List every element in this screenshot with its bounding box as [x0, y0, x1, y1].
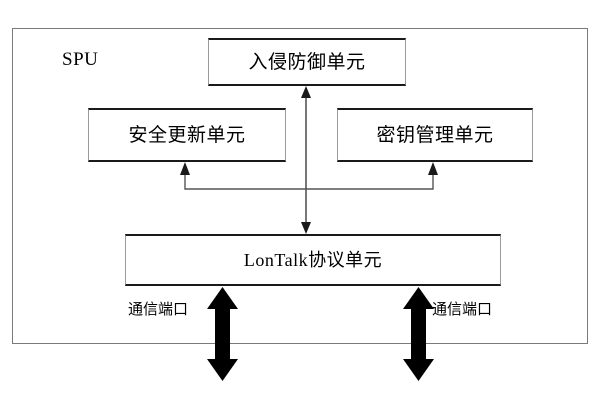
arrowhead-up-ips [301, 86, 311, 98]
comm-port-left-arrow [207, 287, 238, 381]
unit-label-key-management: 密钥管理单元 [376, 124, 494, 146]
unit-box-intrusion-prevention[interactable]: 入侵防御单元 [208, 38, 406, 86]
spu-label: SPU [62, 49, 99, 70]
unit-label-intrusion-prevention: 入侵防御单元 [248, 51, 366, 73]
arrowhead-up-security-update [180, 162, 190, 175]
comm-port-right-label: 通信端口 [432, 302, 493, 318]
unit-box-lontalk-protocol[interactable]: LonTalk协议单元 [125, 234, 501, 286]
connector-bus [180, 162, 438, 190]
connector-ips-lontalk [301, 86, 311, 234]
unit-label-lontalk-protocol: LonTalk协议单元 [243, 250, 383, 270]
spu-outer-frame [12, 28, 588, 344]
arrowhead-down-lontalk [301, 222, 311, 234]
comm-port-right-arrow [403, 287, 434, 381]
unit-box-security-update[interactable]: 安全更新单元 [88, 108, 286, 162]
unit-label-security-update: 安全更新单元 [128, 124, 246, 146]
comm-port-left-label: 通信端口 [128, 302, 189, 318]
arrowhead-up-key-management [428, 162, 438, 175]
unit-box-key-management[interactable]: 密钥管理单元 [337, 108, 533, 162]
